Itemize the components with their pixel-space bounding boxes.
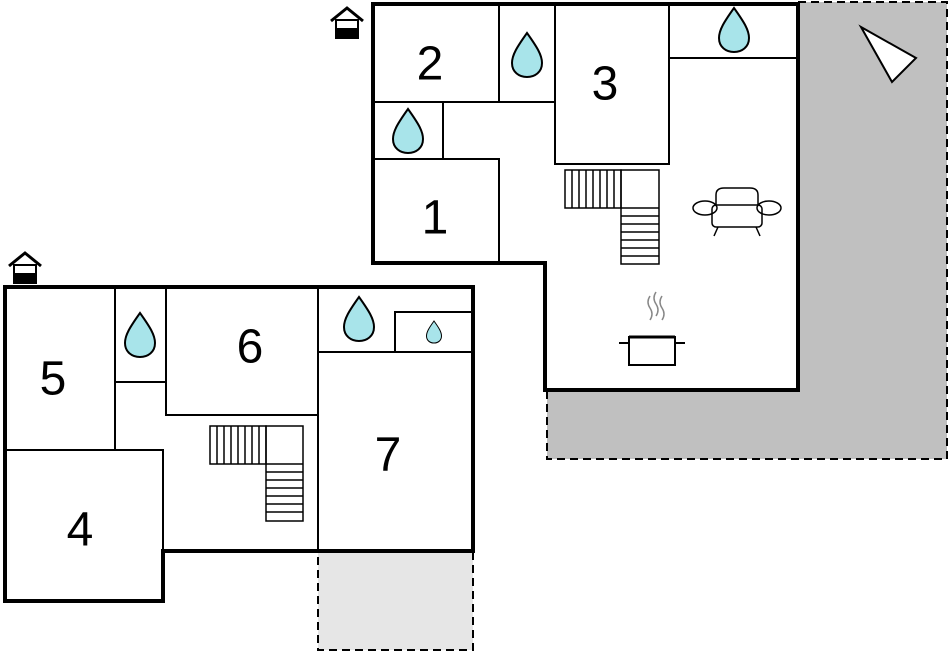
house-entrance-icon <box>7 251 43 285</box>
room-label-3: 3 <box>592 58 619 111</box>
sofa-icon <box>692 187 782 237</box>
staircase-icon <box>564 169 660 265</box>
terrace-lower <box>317 550 474 651</box>
room-label-4: 4 <box>67 504 94 557</box>
water-drop-icon <box>124 312 156 358</box>
water-drop-icon <box>426 320 442 344</box>
lower-unit <box>3 285 475 603</box>
staircase-icon <box>209 425 304 522</box>
room-label-2: 2 <box>417 38 444 91</box>
room-label-5: 5 <box>40 353 67 406</box>
room-label-6: 6 <box>237 321 264 374</box>
room-label-1: 1 <box>422 192 449 245</box>
water-drop-icon <box>718 7 750 53</box>
water-drop-icon <box>343 296 375 342</box>
house-entrance-icon <box>329 6 365 40</box>
water-drop-icon <box>511 32 543 78</box>
north-arrow-icon <box>858 24 918 84</box>
cooking-pot-icon <box>619 291 685 366</box>
room-label-7: 7 <box>375 429 402 482</box>
water-drop-icon <box>392 108 424 154</box>
upper-unit <box>371 2 800 392</box>
